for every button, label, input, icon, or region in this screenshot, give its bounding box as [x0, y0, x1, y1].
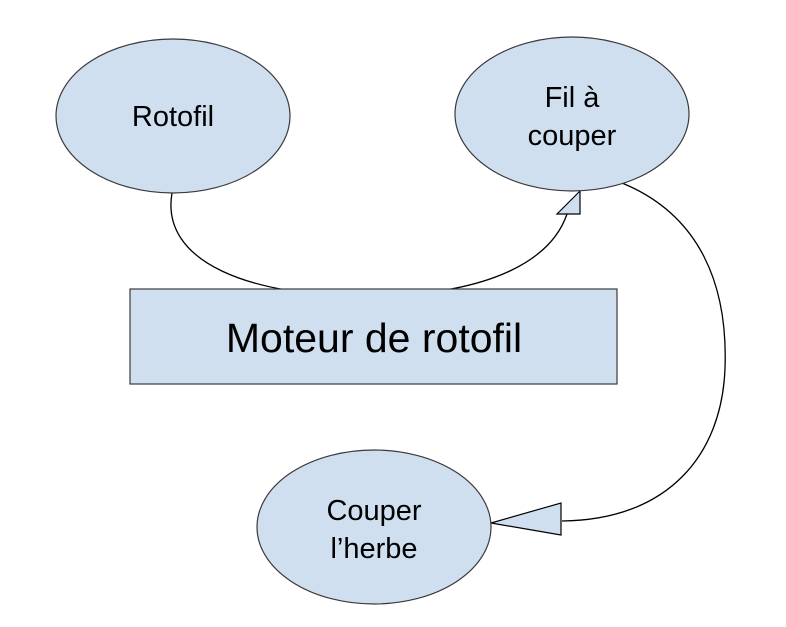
edge-rotofil-to-fil: [170, 192, 568, 297]
node-couper-label-line-1: Couper: [326, 495, 421, 527]
node-rotofil: Rotofil: [55, 38, 291, 194]
node-fil-shape: [454, 36, 690, 192]
function-box: Moteur de rotofil: [129, 288, 618, 385]
node-fil-label-line-2: couper: [528, 120, 617, 152]
node-fil-label-line-1: Fil à: [545, 82, 601, 114]
function-box-shape: [129, 288, 618, 385]
edge-fil-to-couper: [561, 182, 726, 522]
node-couper-l-herbe: Couper l’herbe: [256, 449, 492, 605]
node-couper-label-line-2: l’herbe: [330, 533, 417, 565]
node-rotofil-shape: [55, 38, 291, 194]
arrowhead-to-couper: [490, 502, 562, 536]
function-box-label: Moteur de rotofil: [226, 315, 522, 361]
node-rotofil-label: Rotofil: [132, 101, 214, 133]
node-fil-a-couper: Fil à couper: [454, 36, 690, 192]
node-couper-shape: [256, 449, 492, 605]
arrowhead-to-fil: [555, 189, 581, 215]
